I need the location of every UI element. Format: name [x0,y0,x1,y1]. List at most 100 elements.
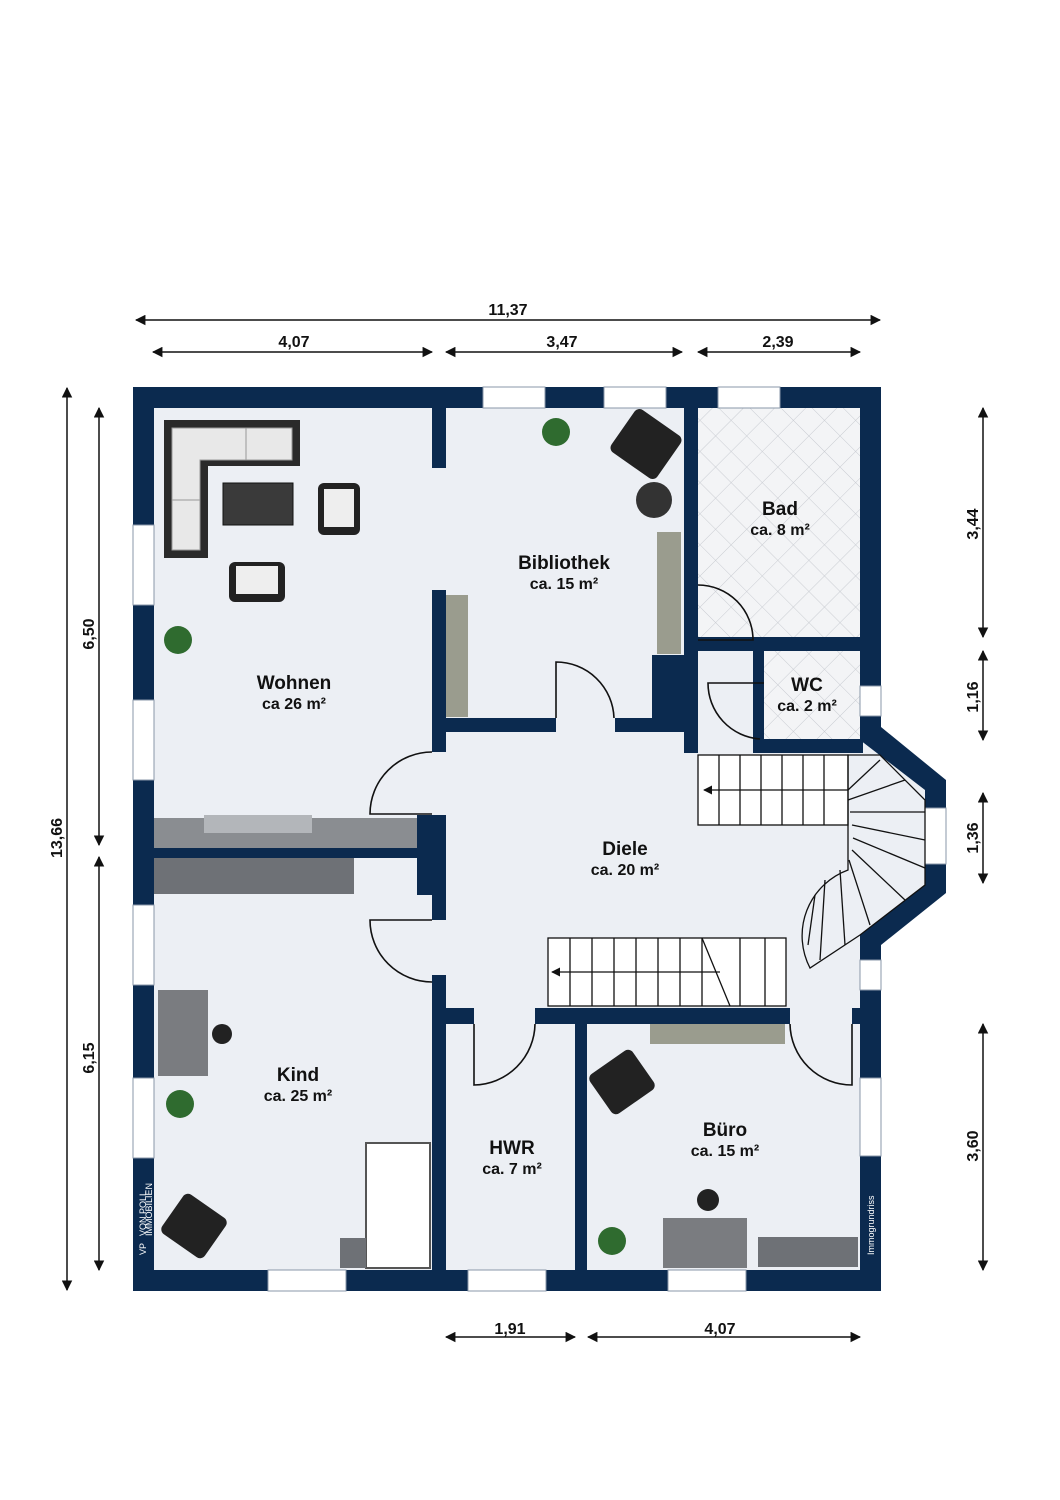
wall-wohnen-kind-end [417,815,446,895]
room-name-diele: Diele [602,839,647,860]
bookshelf-left [446,595,468,717]
window-bay [924,807,947,865]
dim-top-3: 2,39 [762,334,793,351]
door-wc [707,682,764,740]
room-area-wc: ca. 2 m² [777,698,837,715]
wall-wc-bottom [753,739,863,753]
room-name-wc: WC [791,675,823,696]
wall-wohnen-bib-mid [432,590,446,752]
credit-text: Immogrundriss [866,1195,876,1255]
door-bad [697,584,754,641]
wall-bad-wc [698,637,860,651]
dim-top-total: 11,37 [488,302,527,319]
wall-wc-left [753,651,764,753]
plant-kind [166,1090,194,1118]
armchair-bibliothek [610,408,682,480]
coffee-table [222,482,294,526]
window-wohnen-2 [132,699,155,781]
wall-kind-diele-a [432,895,446,920]
desk-chair-kind [212,1024,232,1044]
room-area-kind: ca. 25 m² [264,1088,332,1105]
armchair-buero [589,1049,655,1115]
room-area-wohnen: ca 26 m² [262,696,326,713]
dim-left-1: 6,50 [81,618,98,649]
dim-right-2: 1,16 [965,681,982,712]
von-poll-logo: VP VON POLL IMMOBILIEN [138,1183,154,1255]
interior-walls [154,408,863,1270]
dim-right-4: 3,60 [965,1130,982,1161]
dim-right-1: 3,44 [965,508,982,539]
bookshelf-buero [650,1024,785,1044]
wall-buero-stub [852,1008,860,1024]
door-buero [789,1023,853,1086]
room-labels: Wohnen ca 26 m² Bibliothek ca. 15 m² Bad… [257,499,837,1178]
wall-hwr-buero [575,1008,587,1270]
window-wc [859,685,882,717]
window-diele [859,959,882,991]
desk-kind [158,990,208,1076]
window-kind-bottom [267,1269,347,1292]
window-bib-2 [603,386,667,409]
window-buero-side [859,1077,882,1157]
sofa [164,420,300,558]
wall-hwr-top-left [432,1008,474,1024]
wall-hwr-top-right [535,1008,790,1024]
plant-bibliothek [542,418,570,446]
door-hwr [473,1023,536,1086]
logo-monogram: VP [138,1243,148,1255]
wc-tiles [764,651,860,739]
room-name-hwr: HWR [489,1138,535,1159]
wall-bib-diele-left [432,718,556,732]
bed-kind [365,1142,431,1269]
wall-wohnen-bib-top [432,408,446,468]
room-area-bad: ca. 8 m² [750,522,810,539]
doors [369,584,853,1086]
room-name-bad: Bad [762,499,798,520]
cabinet-buero [758,1237,858,1267]
room-area-bibliothek: ca. 15 m² [530,576,598,593]
wall-bib-pillar [652,655,684,732]
bath-tiles [698,408,860,638]
desk-chair-buero [697,1189,719,1211]
window-wohnen-1 [132,524,155,606]
window-hwr-bottom [467,1269,547,1292]
window-bib-1 [482,386,546,409]
wall-bib-bad [684,408,698,753]
desk-buero [663,1218,747,1268]
side-table-bibliothek [636,482,672,518]
dim-left-2: 6,15 [81,1042,98,1073]
dim-top-2: 3,47 [546,334,577,351]
logo-sub: IMMOBILIEN [144,1183,154,1236]
dim-left-total: 13,66 [49,818,66,858]
room-name-buero: Büro [703,1120,747,1141]
staircase-spiral [801,754,926,969]
wall-wohnen-kind [154,848,417,858]
room-area-buero: ca. 15 m² [691,1143,759,1160]
window-bad [717,386,781,409]
window-buero-bottom [667,1269,747,1292]
dim-right-3: 1,36 [965,822,982,853]
tv-unit [204,815,312,833]
furniture [154,408,858,1269]
dim-bottom-1: 1,91 [494,1321,525,1338]
door-kind [369,919,433,983]
windows [132,386,947,1292]
dim-top-1: 4,07 [278,334,309,351]
window-kind-1 [132,904,155,986]
room-name-kind: Kind [277,1065,319,1086]
wall-kind-hwr [432,975,446,1270]
staircase-bottom [547,937,787,1007]
armchair-wohnen-1-seat [324,489,354,527]
room-area-diele: ca. 20 m² [591,862,659,879]
window-kind-2 [132,1077,155,1159]
building [132,386,947,1292]
nightstand-kind [340,1238,366,1268]
room-name-wohnen: Wohnen [257,673,332,694]
logo-text: VON POLL [138,1191,148,1236]
door-wohnen [369,751,433,815]
dimension-lines: 11,37 4,07 3,47 2,39 13,66 6,50 6,15 3,4… [49,302,989,1343]
armchair-kind [161,1193,227,1259]
wardrobe-kind [154,858,354,894]
staircase-top [697,754,849,826]
